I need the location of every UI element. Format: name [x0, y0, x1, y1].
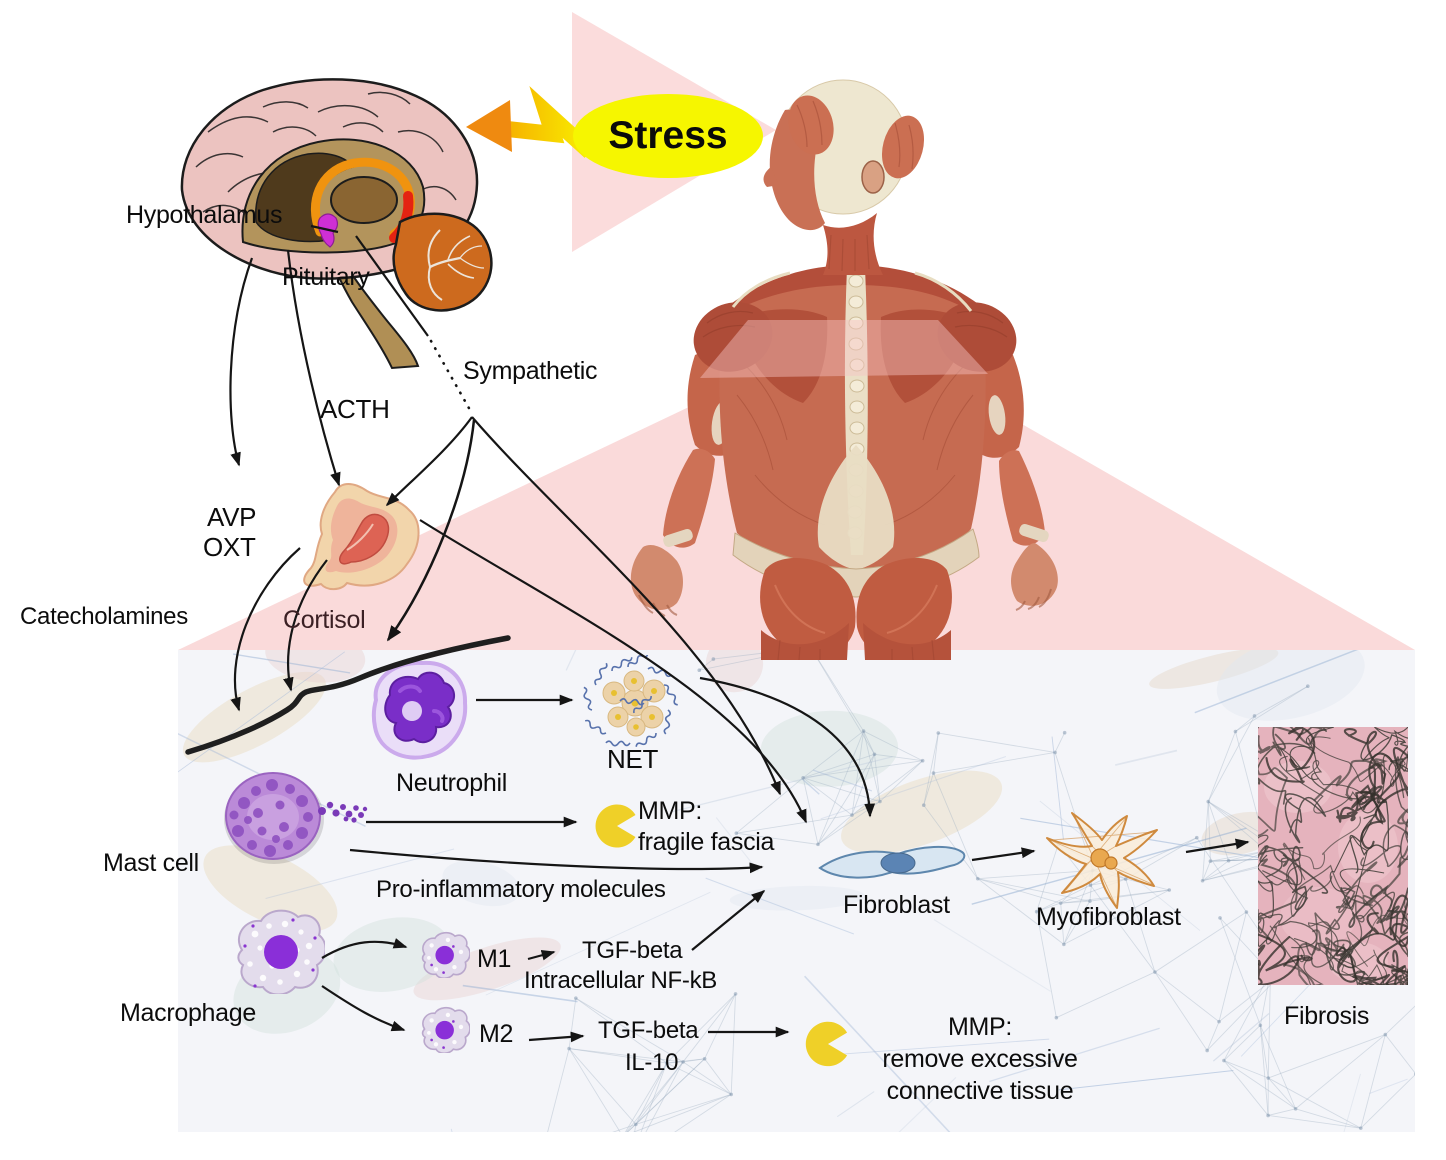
label-mmp-remove-block: MMP: remove excessive connective tissue: [830, 1011, 1130, 1107]
label-cortisol: Cortisol: [283, 606, 366, 634]
label-mmp-remove-title: MMP:: [947, 1013, 1013, 1041]
label-m1: M1: [477, 945, 512, 973]
label-mmp-remove-line2: connective tissue: [886, 1077, 1074, 1105]
label-avp: AVP: [207, 502, 257, 532]
label-tgf-beta-m1: TGF-beta: [582, 937, 683, 964]
label-mmp-fragile-sub: fragile fascia: [638, 828, 775, 856]
label-il-10: IL-10: [625, 1049, 679, 1076]
label-pro-inflammatory: Pro-inflammatory molecules: [376, 876, 666, 903]
label-sympathetic: Sympathetic: [463, 357, 598, 385]
fibroblast-cell: [818, 845, 966, 879]
label-m2: M2: [479, 1020, 514, 1048]
label-pituitary: Pituitary: [282, 263, 370, 291]
label-tgf-beta-m2: TGF-beta: [598, 1017, 699, 1044]
stress-label: Stress: [608, 114, 728, 157]
lightning-bolt-icon: [466, 86, 596, 158]
label-oxt: OXT: [203, 532, 256, 562]
label-mmp-remove-line1: remove excessive: [882, 1045, 1078, 1073]
label-myofibroblast: Myofibroblast: [1036, 903, 1181, 931]
mast-cell: [224, 772, 368, 864]
label-acth: ACTH: [320, 394, 390, 424]
fibrosis-histology-image: [1258, 727, 1408, 985]
label-mmp-fragile-title: MMP:: [638, 797, 703, 825]
adrenal-gland-illustration: [303, 483, 420, 591]
label-fibroblast: Fibroblast: [843, 891, 950, 919]
stress-ellipse: Stress: [573, 94, 763, 178]
label-catecholamines: Catecholamines: [20, 603, 188, 630]
label-hypothalamus: Hypothalamus: [126, 201, 283, 229]
m1-cell: [421, 931, 470, 978]
mmp-pacman-icon-2: [805, 1021, 848, 1067]
label-macrophage: Macrophage: [120, 999, 256, 1027]
label-neutrophil: Neutrophil: [396, 769, 507, 797]
label-net: NET: [607, 744, 659, 774]
m2-cell: [421, 1006, 470, 1053]
myofibroblast-cell: [1046, 812, 1158, 909]
label-intracellular-nfkb: Intracellular NF-kB: [524, 967, 718, 994]
label-mast-cell: Mast cell: [103, 849, 199, 877]
brain-illustration: [180, 78, 493, 370]
neutrophil-cell: [371, 660, 468, 760]
label-fibrosis: Fibrosis: [1284, 1002, 1370, 1030]
degranulation-dots: [318, 801, 368, 823]
macrophage-cell: [237, 909, 325, 994]
